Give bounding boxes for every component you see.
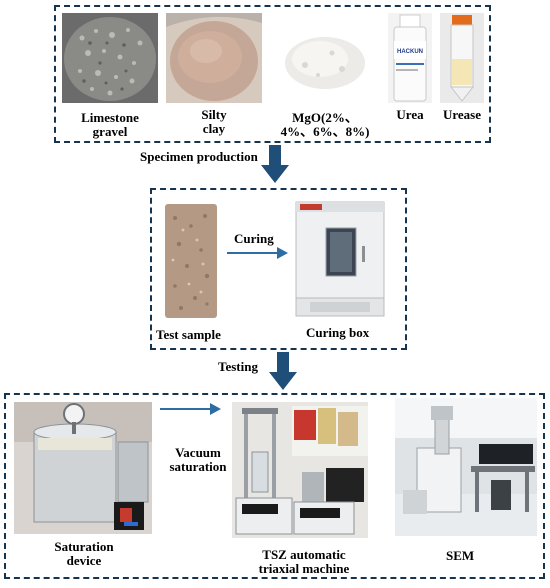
step-label-specimen-production: Specimen production — [140, 149, 258, 164]
urea-brand-text: HACKUN — [397, 49, 423, 55]
mgo-powder-photo — [270, 13, 380, 103]
sem-label: SEM — [446, 548, 475, 563]
testing-panel — [4, 393, 545, 579]
silty-clay-photo — [166, 13, 262, 103]
test-sample-photo — [161, 200, 221, 322]
curing-box-photo — [290, 198, 390, 320]
triaxial-machine-photo — [232, 402, 368, 538]
curing-box-label: Curing box — [306, 325, 370, 340]
urease-tube-photo — [440, 13, 484, 103]
urea-bottle-photo: HACKUN — [388, 13, 432, 103]
right-arrow-icon — [227, 247, 288, 259]
test-sample-label: Test sample — [156, 327, 221, 342]
limestone-gravel-photo — [62, 13, 158, 103]
curing-panel — [150, 188, 407, 350]
down-arrow-icon — [261, 145, 289, 183]
right-arrow-icon — [160, 403, 221, 415]
saturation-device-photo — [14, 402, 152, 534]
materials-panel — [54, 5, 491, 143]
curing-arrow-label: Curing — [234, 231, 274, 246]
material-label-mgo: MgO(2%、4%、6%、8%) — [280, 110, 370, 139]
sem-photo — [395, 398, 537, 536]
material-label-urease: Urease — [442, 107, 482, 122]
down-arrow-icon — [269, 352, 297, 390]
step-label-testing: Testing — [218, 359, 258, 374]
material-label-urea: Urea — [396, 107, 424, 122]
